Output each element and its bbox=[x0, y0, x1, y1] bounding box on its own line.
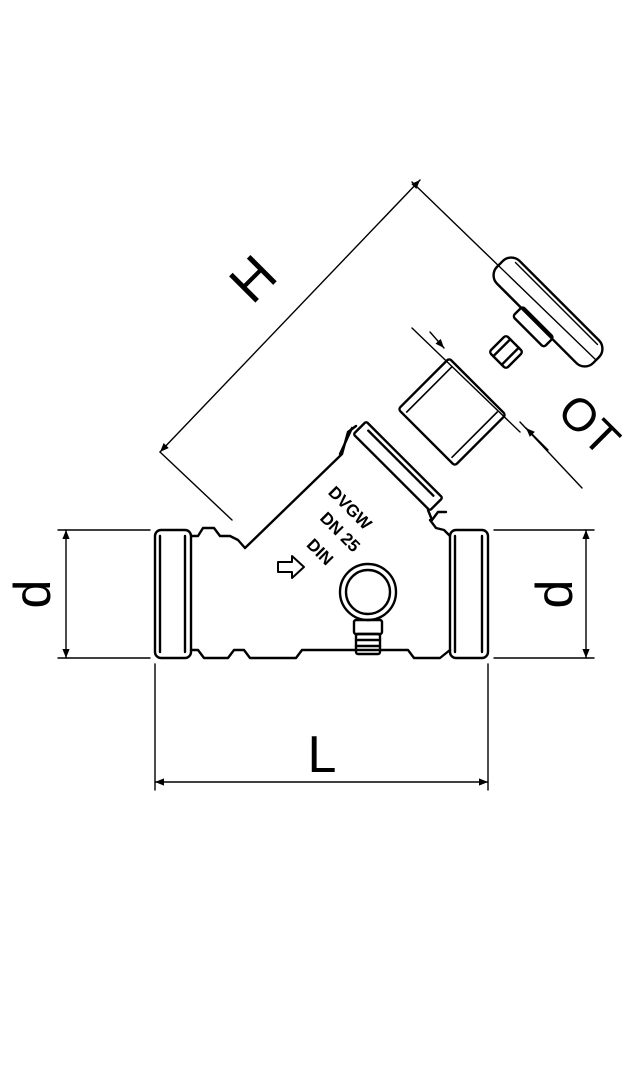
dimension-L bbox=[154, 663, 489, 791]
dimension-H bbox=[159, 179, 597, 521]
bonnet-neck-right bbox=[426, 508, 448, 522]
body-bottom bbox=[189, 648, 452, 660]
dimension-OT bbox=[411, 327, 583, 489]
bonnet-flange bbox=[353, 421, 443, 511]
flow-arrow-icon bbox=[277, 555, 305, 579]
dimension-d-right bbox=[493, 529, 595, 659]
right-pipe-end bbox=[448, 528, 490, 660]
label-OT: OT bbox=[548, 384, 630, 466]
dimension-d-left bbox=[57, 529, 151, 659]
body-top-right bbox=[428, 518, 452, 538]
stem-nut bbox=[489, 335, 523, 369]
left-pipe-end bbox=[153, 528, 193, 660]
label-d-right: d bbox=[526, 580, 584, 609]
label-d-left: d bbox=[4, 580, 62, 609]
label-L: L bbox=[308, 726, 337, 784]
marking-din: DIN bbox=[303, 535, 337, 569]
handwheel bbox=[492, 256, 604, 368]
label-H: H bbox=[218, 244, 288, 314]
bonnet-cylinder bbox=[398, 358, 506, 466]
body-top-left bbox=[189, 526, 247, 550]
drain-port bbox=[338, 562, 398, 656]
